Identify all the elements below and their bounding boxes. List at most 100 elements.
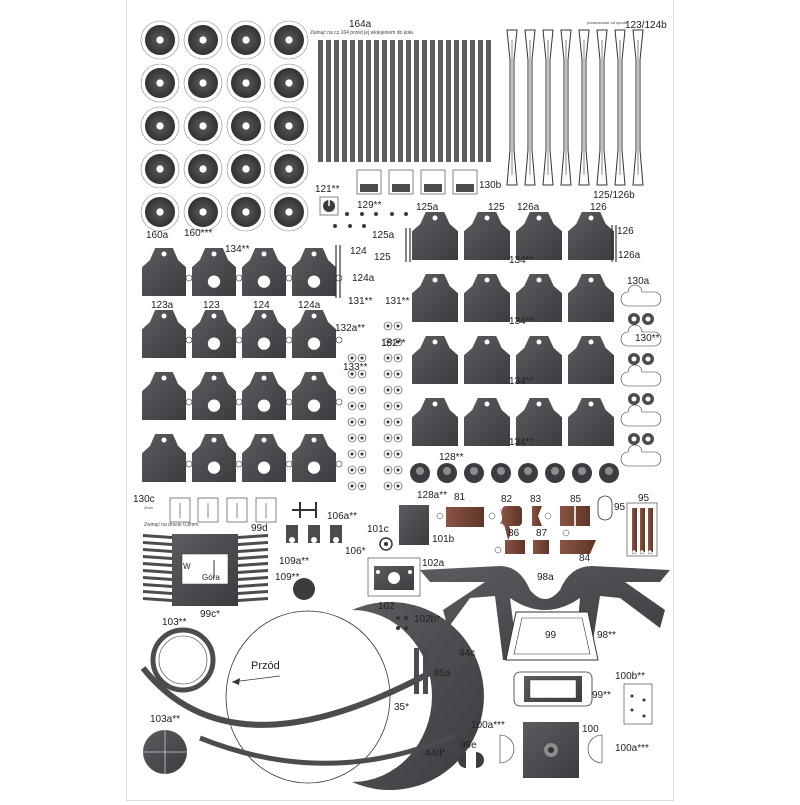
washer-hole — [396, 436, 400, 440]
plate — [142, 248, 186, 296]
label-125a-side: 125a — [372, 230, 395, 241]
plate — [292, 434, 336, 482]
wheel-hub — [198, 78, 208, 88]
part-102a — [367, 557, 421, 597]
washer — [285, 274, 293, 282]
plate-opening — [307, 275, 321, 288]
label-99: 99 — [545, 630, 557, 641]
washer-hole — [386, 484, 390, 488]
wheel-hub — [241, 78, 251, 88]
plate-hole — [536, 339, 542, 345]
plate — [142, 434, 186, 482]
dots-129 — [333, 212, 408, 228]
label-99d: 99d — [251, 523, 268, 534]
wheel-hub — [241, 121, 251, 131]
wheel-hub — [284, 121, 294, 131]
washer-hole — [386, 324, 390, 328]
wheel-hub — [155, 121, 165, 131]
washer — [285, 398, 293, 406]
wheel-hub — [284, 78, 294, 88]
washer-hole — [360, 452, 364, 456]
wheel-hub — [198, 207, 208, 217]
part-130-hole — [631, 316, 637, 322]
plate — [192, 248, 236, 296]
strip — [390, 40, 395, 162]
label-100b: 100b** — [615, 671, 646, 682]
plate — [464, 212, 510, 260]
plate-opening — [207, 461, 221, 474]
label-125a-top: 125a — [416, 202, 439, 213]
washer-hole — [350, 436, 354, 440]
plate — [192, 372, 236, 420]
label-134-1: 134** — [225, 244, 250, 255]
plate-hole — [432, 277, 438, 283]
plate — [516, 398, 562, 446]
plate-opening — [207, 337, 221, 350]
washer-hole — [396, 404, 400, 408]
washer-hole — [386, 388, 390, 392]
label-103: 103** — [162, 617, 187, 628]
washer-hole — [396, 388, 400, 392]
label-133: 133** — [343, 362, 368, 373]
hub-center — [551, 467, 559, 475]
label-44d: 44d* — [425, 748, 446, 759]
plate-hole — [484, 215, 490, 221]
plates-125-126 — [412, 212, 614, 446]
washer — [185, 398, 193, 406]
panel-99s — [513, 671, 593, 707]
plate — [242, 372, 286, 420]
washer — [335, 398, 343, 406]
washer-hole — [350, 372, 354, 376]
washer-hole — [360, 436, 364, 440]
panel-99d — [172, 534, 238, 606]
washer — [285, 336, 293, 344]
washer-hole — [386, 340, 390, 344]
note-mm: 2mm — [144, 505, 153, 510]
label-gora: Góra — [202, 573, 220, 582]
washer-hole — [360, 356, 364, 360]
frame-98a — [420, 566, 670, 660]
wheel-hub — [198, 121, 208, 131]
rust-parts-81-87 — [436, 495, 613, 554]
parts-106-109 — [286, 525, 393, 600]
plate — [516, 274, 562, 322]
washer — [285, 460, 293, 468]
washer-hole — [386, 420, 390, 424]
plate-opening — [257, 399, 271, 412]
dots-102 — [396, 616, 408, 630]
label-98: 98** — [597, 630, 616, 641]
label-124a: 124a — [352, 273, 375, 284]
washer-hole — [350, 404, 354, 408]
plate — [192, 310, 236, 358]
washer-hole — [386, 436, 390, 440]
label-131b: 131** — [385, 296, 410, 307]
strip — [366, 40, 371, 162]
ring-103 — [150, 627, 216, 693]
part-130-hole — [645, 356, 651, 362]
plate — [464, 274, 510, 322]
label-128a: 128a** — [417, 490, 448, 501]
plate-hole — [536, 401, 542, 407]
strip — [470, 40, 475, 162]
plate-opening — [307, 337, 321, 350]
part-130 — [620, 364, 662, 387]
label-100a-1: 100a*** — [471, 720, 505, 731]
label-123a-b: 123a — [151, 300, 174, 311]
label-przod: Przód — [251, 660, 280, 672]
plate-opening — [257, 461, 271, 474]
label-132a: 132a** — [335, 323, 366, 334]
part-130-hole — [631, 396, 637, 402]
wheel-hub — [155, 78, 165, 88]
plate — [412, 274, 458, 322]
parts-130 — [620, 284, 662, 467]
wheel-hub — [284, 207, 294, 217]
washer — [235, 460, 243, 468]
hubs-128 — [410, 463, 619, 483]
washer-hole — [350, 452, 354, 456]
washer-hole — [360, 372, 364, 376]
wheel-hub — [155, 35, 165, 45]
label-100: 100 — [582, 724, 599, 735]
plate-hole — [536, 215, 542, 221]
strip — [422, 40, 427, 162]
label-126-side: 126 — [617, 226, 634, 237]
